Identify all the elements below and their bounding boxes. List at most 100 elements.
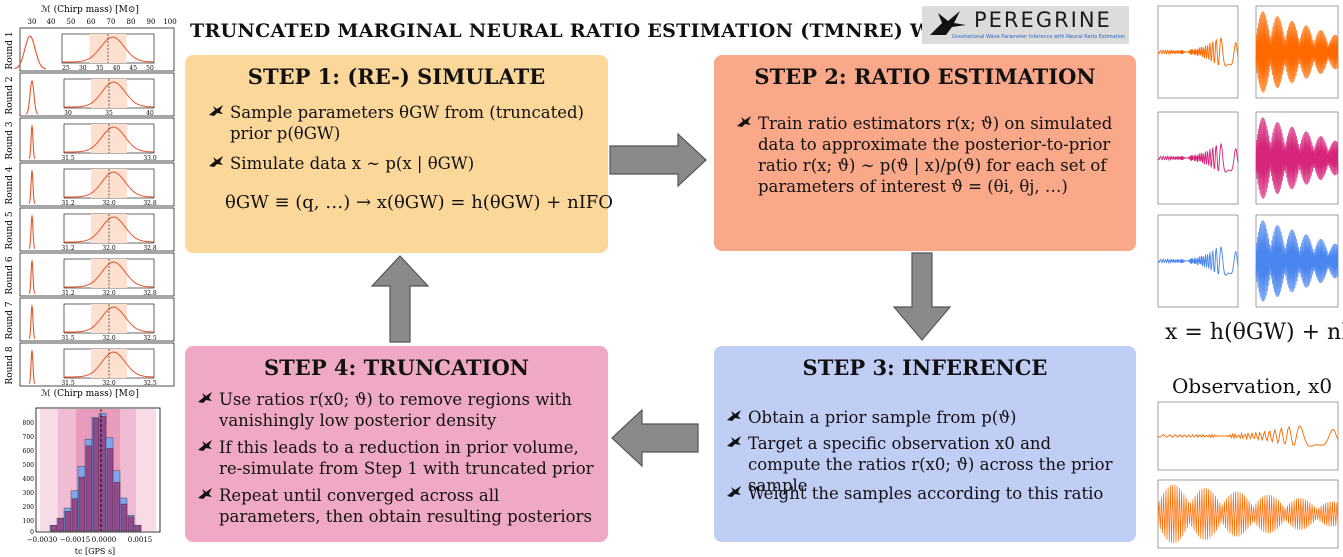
round-posterior-line xyxy=(25,79,39,115)
step4-box: STEP 4: TRUNCATION Use ratios r(x0; ϑ) t… xyxy=(185,346,608,542)
step2-bullet-1: Train ratio estimators r(x; ϑ) on simula… xyxy=(737,113,1123,197)
hist-bar-purple xyxy=(64,511,72,532)
bird-bullet-icon xyxy=(727,486,741,497)
peregrine-logo: PEREGRINE Gravitational Wave Parameter I… xyxy=(922,6,1129,44)
tick: 50 xyxy=(67,18,76,26)
bird-bullet-icon xyxy=(198,440,212,451)
tick: 0.0000 xyxy=(92,536,117,544)
inset-tick: 32.0 xyxy=(102,290,116,297)
inset-tick: 35 xyxy=(105,110,113,117)
round-label: Round 4 xyxy=(5,166,15,204)
hist-bar-purple xyxy=(99,416,107,532)
round-label: Round 6 xyxy=(5,256,15,294)
inset-tick: 40 xyxy=(113,65,121,72)
bird-bullet-icon xyxy=(737,116,751,127)
rounds-top-axis-label: ℳ (Chirp mass) [M⊙] xyxy=(41,4,139,15)
simulation-equation: x = h(θGW) + nIFO xyxy=(1165,320,1343,345)
observation-label: Observation, x0 xyxy=(1172,374,1333,398)
hist-bar-purple xyxy=(50,525,58,532)
round-posterior-line xyxy=(28,303,36,340)
inset-tick: 45 xyxy=(129,65,137,72)
tick: 700 xyxy=(23,434,35,441)
sim-freq-2-signal xyxy=(1255,117,1339,199)
inset-tick: 32.0 xyxy=(102,245,116,252)
arrow-step1-to-step2 xyxy=(609,132,707,188)
step2-heading: STEP 2: RATIO ESTIMATION xyxy=(754,64,1096,89)
round-label: Round 8 xyxy=(5,346,15,384)
sim-freq-3-signal xyxy=(1255,220,1339,302)
tick: 600 xyxy=(23,448,35,455)
step3-bullet-1: Obtain a prior sample from p(ϑ) xyxy=(727,407,1123,428)
tick: −0.0015 xyxy=(60,536,90,544)
inset-tick: 35 xyxy=(96,65,104,72)
inset-tick: 32.5 xyxy=(143,335,157,342)
inset-tick: 32.8 xyxy=(143,290,157,297)
inset-tick: 33.0 xyxy=(143,155,157,162)
bird-bullet-icon xyxy=(198,488,212,499)
tick: 90 xyxy=(147,18,156,26)
inset-tick: 32.0 xyxy=(102,200,116,207)
tick: 500 xyxy=(23,462,35,469)
step2-bullet-1-text: Train ratio estimators r(x; ϑ) on simula… xyxy=(758,114,1113,196)
obs-time-signal xyxy=(1157,425,1339,447)
step3-box: STEP 3: INFERENCE Obtain a prior sample … xyxy=(714,346,1136,542)
obs-time-frame xyxy=(1157,401,1339,471)
tick: 400 xyxy=(23,476,35,483)
round-posterior-line xyxy=(13,35,47,70)
sim-time-3-signal xyxy=(1157,245,1239,276)
obs-freq-frame xyxy=(1157,479,1339,549)
inset-tick: 32.5 xyxy=(143,380,157,387)
arrow-step2-to-step3 xyxy=(892,252,952,341)
sim-freq-1-signal xyxy=(1255,11,1339,93)
step2-box: STEP 2: RATIO ESTIMATION Train ratio est… xyxy=(714,55,1136,251)
tick: 80 xyxy=(127,18,136,26)
tick: 0.0015 xyxy=(128,536,153,544)
round-label: Round 3 xyxy=(5,121,15,159)
step3-bullet-2: Target a specific observation x0 and com… xyxy=(727,433,1123,496)
step1-bullet-2: Simulate data x ∼ p(x | θGW) xyxy=(209,153,590,174)
obs-freq-signal xyxy=(1157,484,1339,544)
tick: 200 xyxy=(23,504,35,511)
histogram-xlabel: tc [GPS s] xyxy=(75,547,115,556)
tick: −0.0030 xyxy=(27,536,57,544)
step4-bullet-3-text: Repeat until converged across all parame… xyxy=(219,486,592,526)
step1-bullet-1: Sample parameters θGW from (truncated) p… xyxy=(209,102,590,144)
step3-bullet-2-text: Target a specific observation x0 and com… xyxy=(748,434,1113,495)
arrow-step4-to-step1 xyxy=(370,255,430,343)
step4-bullet-1-text: Use ratios r(x0; ϑ) to remove regions wi… xyxy=(219,390,572,430)
round-label: Round 7 xyxy=(5,301,15,339)
inset-tick: 32.0 xyxy=(102,380,116,387)
round-label: Round 5 xyxy=(5,211,15,249)
bird-bullet-icon xyxy=(209,156,223,167)
waveform-panels xyxy=(1140,0,1343,557)
inset-tick: 30 xyxy=(64,110,72,117)
step1-formula: θGW ≡ (q, …) → x(θGW) = h(θGW) + nIFO xyxy=(225,192,614,213)
hist-bar-purple xyxy=(71,498,79,532)
step1-bullet-2-text: Simulate data x ∼ p(x | θGW) xyxy=(230,154,475,173)
inset-tick: 31.5 xyxy=(61,335,75,342)
round-posterior-line xyxy=(28,123,36,160)
inset-tick: 32.0 xyxy=(102,335,116,342)
hist-bar-purple xyxy=(106,448,114,532)
inset-tick: 31.5 xyxy=(61,155,75,162)
diagram-title: TRUNCATED MARGINAL NEURAL RATIO ESTIMATI… xyxy=(190,20,974,42)
hist-bar-purple xyxy=(134,525,142,532)
logo-tagline: Gravitational Wave Parameter Inference w… xyxy=(952,34,1126,40)
step4-bullet-2-text: If this leads to a reduction in prior vo… xyxy=(219,438,594,478)
inset-tick: 50 xyxy=(146,65,154,72)
inset-tick: 30 xyxy=(79,65,87,72)
bird-icon xyxy=(930,11,966,35)
hist-bar-purple xyxy=(57,518,65,532)
inset-tick: 31.5 xyxy=(61,380,75,387)
step3-bullet-3: Weight the samples according to this rat… xyxy=(727,483,1123,504)
sim-time-1-signal xyxy=(1157,36,1239,67)
step4-bullet-3: Repeat until converged across all parame… xyxy=(198,485,599,527)
round-posterior-line xyxy=(28,213,36,250)
round-posterior-line xyxy=(28,348,36,385)
round-posterior-line xyxy=(28,168,36,205)
round-label: Round 2 xyxy=(5,76,15,114)
inset-tick: 40 xyxy=(146,110,154,117)
tick: 300 xyxy=(23,490,35,497)
tick: 800 xyxy=(23,420,35,427)
